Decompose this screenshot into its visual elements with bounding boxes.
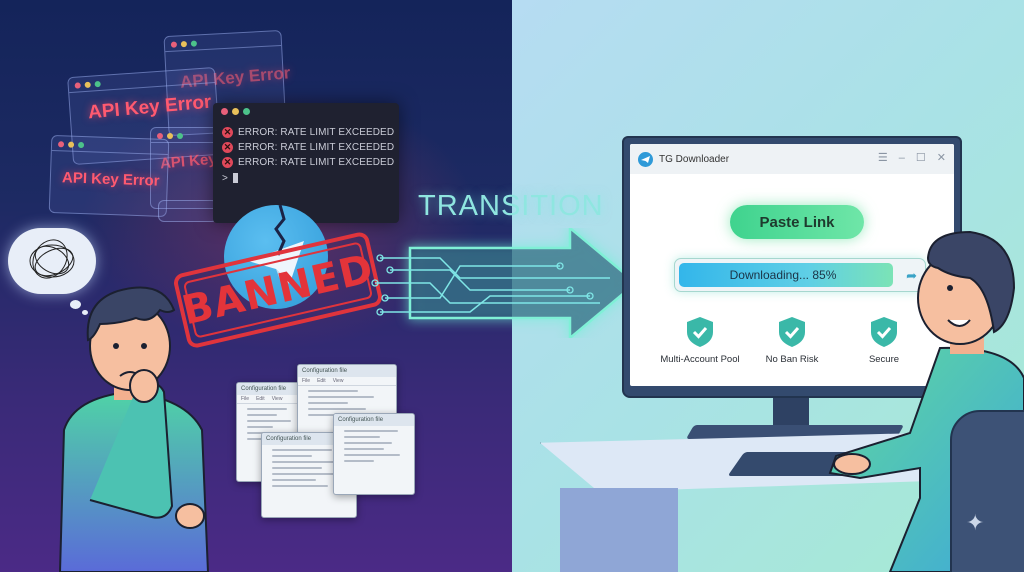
chair [950,410,1024,572]
text-cursor [232,173,238,183]
circuit-arrow-icon [371,228,638,338]
error-terminal: ✕ ERROR: RATE LIMIT EXCEEDED ✕ ERROR: RA… [213,103,399,223]
desk-leg [560,488,678,572]
error-window [150,127,220,209]
close-button[interactable]: ✕ [936,152,946,164]
shield-check-icon [871,317,897,347]
sparkle-icon: ✦ [966,510,985,535]
download-progress-bar: Downloading... 85% ➦ [674,258,926,292]
error-x-icon: ✕ [222,157,233,168]
error-x-icon: ✕ [222,127,233,138]
tangled-scribble-icon [29,239,75,279]
config-window: Configuration file [333,413,415,495]
terminal-line: ✕ ERROR: RATE LIMIT EXCEEDED [222,127,395,138]
menu-icon[interactable]: ☰ [877,152,888,164]
app-titlebar: TG Downloader ☰ – ☐ ✕ [630,144,954,174]
monitor: TG Downloader ☰ – ☐ ✕ Paste Link Downloa… [622,136,962,398]
progress-fill [679,263,893,287]
error-window [158,200,218,222]
thought-dot [82,310,88,315]
terminal-line: ✕ ERROR: RATE LIMIT EXCEEDED [222,157,395,168]
feature-item: Multi-Account Pool [654,316,746,365]
share-arrow-icon[interactable]: ➦ [906,268,917,283]
shield-check-icon [779,317,805,347]
error-label: API Key Error [61,169,160,190]
error-x-icon: ✕ [222,142,233,153]
feature-item: No Ban Risk [746,316,838,365]
app-window: TG Downloader ☰ – ☐ ✕ Paste Link Downloa… [630,144,954,386]
terminal-line: ✕ ERROR: RATE LIMIT EXCEEDED [222,142,395,153]
feature-list: Multi-Account Pool No Ban Risk Secure [630,316,954,365]
paste-link-button[interactable]: Paste Link [730,205,864,239]
maximize-button[interactable]: ☐ [915,152,926,164]
minimize-button[interactable]: – [898,152,905,164]
thought-bubble [8,228,96,294]
feature-item: Secure [838,316,930,365]
thought-dot [70,300,81,309]
progress-label: Downloading... 85% [729,268,837,282]
monitor-stand [773,398,809,428]
shield-check-icon [687,317,713,347]
transition-label: TRANSITION [418,190,604,222]
telegram-logo-icon [638,151,653,167]
app-title: TG Downloader [659,153,730,165]
confused-man-figure [58,286,210,572]
cracked-telegram-logo-icon [224,205,328,309]
terminal-prompt: > [222,171,394,185]
